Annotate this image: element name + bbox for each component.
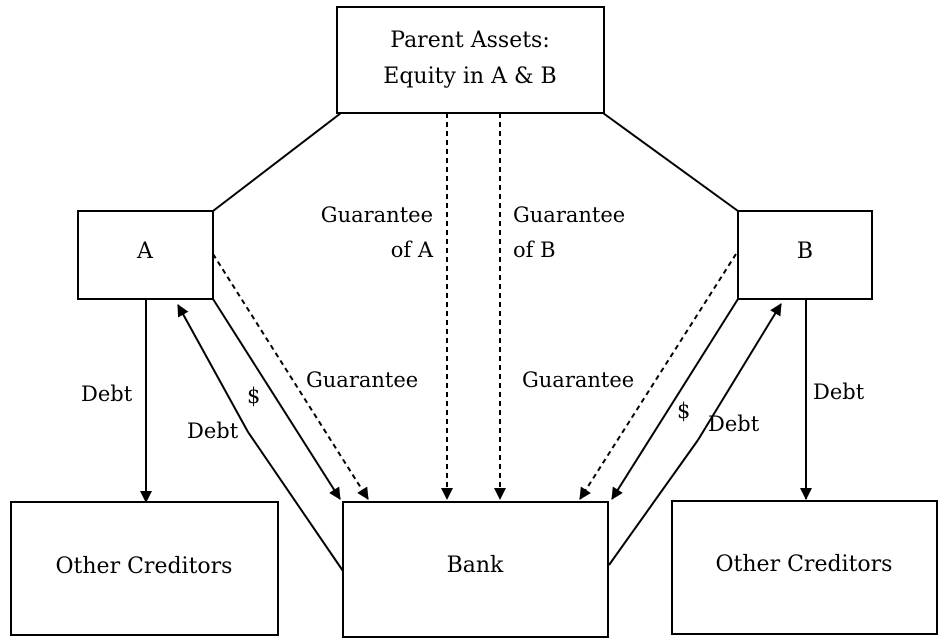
guarantee-of-b-label-line1: Guarantee xyxy=(513,203,625,227)
other-creditors-left-label: Other Creditors xyxy=(56,554,233,579)
a-creditors-debt-label: Debt xyxy=(81,382,133,406)
other-creditors-left-node: Other Creditors xyxy=(10,501,279,636)
bank-label: Bank xyxy=(447,553,504,578)
a-guarantee-label: Guarantee xyxy=(306,368,418,392)
b-guarantee-label: Guarantee xyxy=(522,368,634,392)
parent-assets-label-line1: Parent Assets: xyxy=(390,28,550,53)
a-bank-debt-label: Debt xyxy=(187,419,239,443)
parent-assets-node: Parent Assets: Equity in A & B xyxy=(336,6,605,114)
b-bank-money-label: $ xyxy=(677,399,690,423)
parent-assets-label-line2: Equity in A & B xyxy=(383,64,556,89)
parent-to-b-ownership-line xyxy=(602,112,739,212)
subsidiary-a-label: A xyxy=(136,239,154,264)
b-bank-debt-label: Debt xyxy=(708,412,760,436)
other-creditors-right-label: Other Creditors xyxy=(716,552,893,577)
b-creditors-debt-label: Debt xyxy=(813,380,865,404)
subsidiary-b-label: B xyxy=(797,239,813,264)
a-to-bank-money-arrow xyxy=(212,298,341,500)
other-creditors-right-node: Other Creditors xyxy=(671,500,938,635)
guarantee-of-a-label-line2: of A xyxy=(391,238,434,262)
a-guarantee-arrow xyxy=(212,253,369,500)
b-to-bank-money-arrow xyxy=(611,298,739,500)
subsidiary-b-node: B xyxy=(737,210,873,300)
bank-to-a-debt-arrow xyxy=(177,304,249,433)
bank-to-b-debt-arrow xyxy=(697,303,782,441)
bank-to-a-debt-line xyxy=(247,431,344,572)
parent-to-a-ownership-line xyxy=(212,112,342,212)
guarantee-of-b-label-line2: of B xyxy=(513,238,556,262)
a-bank-money-label: $ xyxy=(247,384,260,408)
bank-to-b-debt-line xyxy=(608,439,699,566)
subsidiary-a-node: A xyxy=(77,210,214,300)
bank-node: Bank xyxy=(342,501,609,638)
guarantee-of-a-label-line1: Guarantee xyxy=(321,203,433,227)
b-guarantee-arrow xyxy=(579,253,737,500)
